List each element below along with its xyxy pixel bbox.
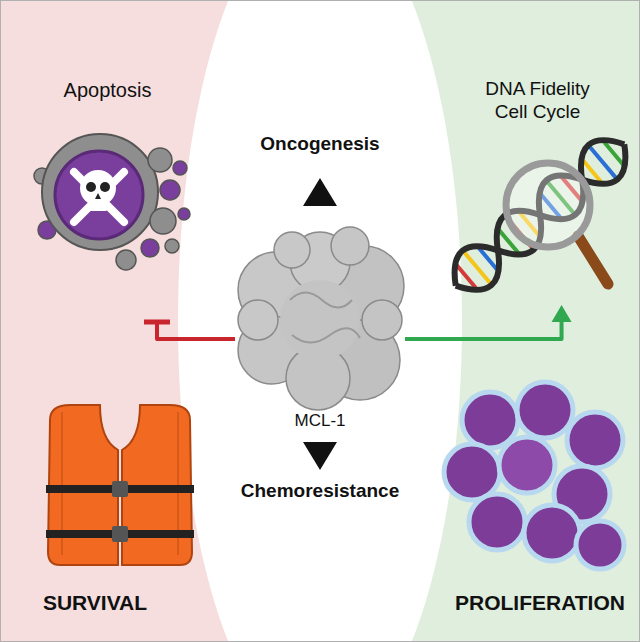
cell-cluster-part (469, 494, 525, 550)
cell-cluster-part (499, 437, 555, 493)
cell-cluster-part (517, 382, 573, 438)
life-vest-part (112, 526, 128, 542)
apoptosis-node: Apoptosis (40, 70, 175, 322)
magnifying-glass-part (506, 163, 590, 247)
outcome-label: Oncogenesis (260, 133, 379, 156)
dna-fidelity-node: DNA Fidelity Cell Cycle (445, 70, 630, 305)
magnifying-glass-part (578, 236, 608, 284)
cell-cluster-part (462, 392, 518, 448)
cell-cluster-part (524, 505, 580, 561)
text-slot: DNA Fidelity Cell Cycle (445, 78, 630, 124)
apoptotic-cell-part (100, 182, 110, 192)
text-slot: SURVIVAL (0, 590, 190, 615)
apoptotic-cell-part (160, 180, 180, 200)
apoptotic-cell-part (173, 161, 187, 175)
arrow-head (552, 305, 572, 322)
cell-cluster (444, 382, 624, 569)
apoptotic-cell-part (86, 182, 96, 192)
mcl1-protein-part (362, 300, 402, 340)
life-vest-part (112, 481, 128, 497)
proliferation-band: PROLIFERATION DNA Fidelity Cell Cycle (440, 0, 640, 642)
cell-cluster-part (444, 444, 500, 500)
band-title: SURVIVAL (43, 590, 147, 615)
life-vest (46, 405, 194, 565)
dna-helix-part (441, 127, 638, 303)
connector-line (157, 322, 235, 339)
background-bands-part (178, 0, 462, 642)
inhibition-bar (144, 320, 170, 325)
center-band: OncogenesisChemoresistance MCL-1 (195, 0, 445, 642)
dna-helix (441, 127, 638, 303)
apoptotic-cell-part (95, 193, 101, 199)
apoptotic-cell-part (55, 151, 143, 239)
mcl1-protein-part (274, 232, 310, 268)
mcl1-protein-part (238, 300, 278, 340)
text-slot: MCL-1 (235, 411, 405, 431)
apoptotic-cell-part (165, 239, 179, 253)
activation-connector (405, 305, 572, 339)
connector-line (405, 319, 562, 339)
text-slot: Oncogenesis (195, 133, 445, 156)
text-slot: Apoptosis (40, 78, 175, 102)
mcl1-node: MCL-1 (235, 225, 405, 440)
node-label: Apoptosis (64, 78, 152, 102)
apoptotic-cell (34, 134, 190, 270)
mcl1-protein-part (331, 227, 369, 265)
survival-band: SURVIVAL Apoptosis (0, 0, 190, 642)
apoptotic-cell-part (178, 208, 190, 220)
dna-helix-part (441, 127, 638, 303)
mcl1-protein-part (292, 328, 360, 342)
direction-triangles-part (303, 178, 337, 206)
apoptotic-cell-part (42, 134, 158, 250)
inhibition-connector (144, 322, 235, 339)
magnifying-glass (506, 163, 608, 284)
cell-cluster-part (567, 412, 623, 468)
text-slot: PROLIFERATION (440, 590, 640, 615)
apoptotic-cell-part (150, 208, 176, 234)
node-label: DNA Fidelity Cell Cycle (473, 78, 603, 124)
apoptotic-cell-part (116, 250, 136, 270)
protein-label: MCL-1 (294, 411, 345, 431)
apoptotic-cell-part (141, 239, 159, 257)
cell-cluster-part (576, 521, 624, 569)
outcome-label: Chemoresistance (241, 480, 399, 503)
mcl1-protein (238, 227, 404, 410)
mcl1-protein-part (280, 280, 360, 360)
text-slot: Chemoresistance (195, 480, 445, 503)
direction-triangles-part (303, 442, 337, 470)
mcl1-protein-part (290, 293, 352, 308)
band-title: PROLIFERATION (455, 590, 625, 615)
apoptotic-cell-part (148, 148, 172, 172)
